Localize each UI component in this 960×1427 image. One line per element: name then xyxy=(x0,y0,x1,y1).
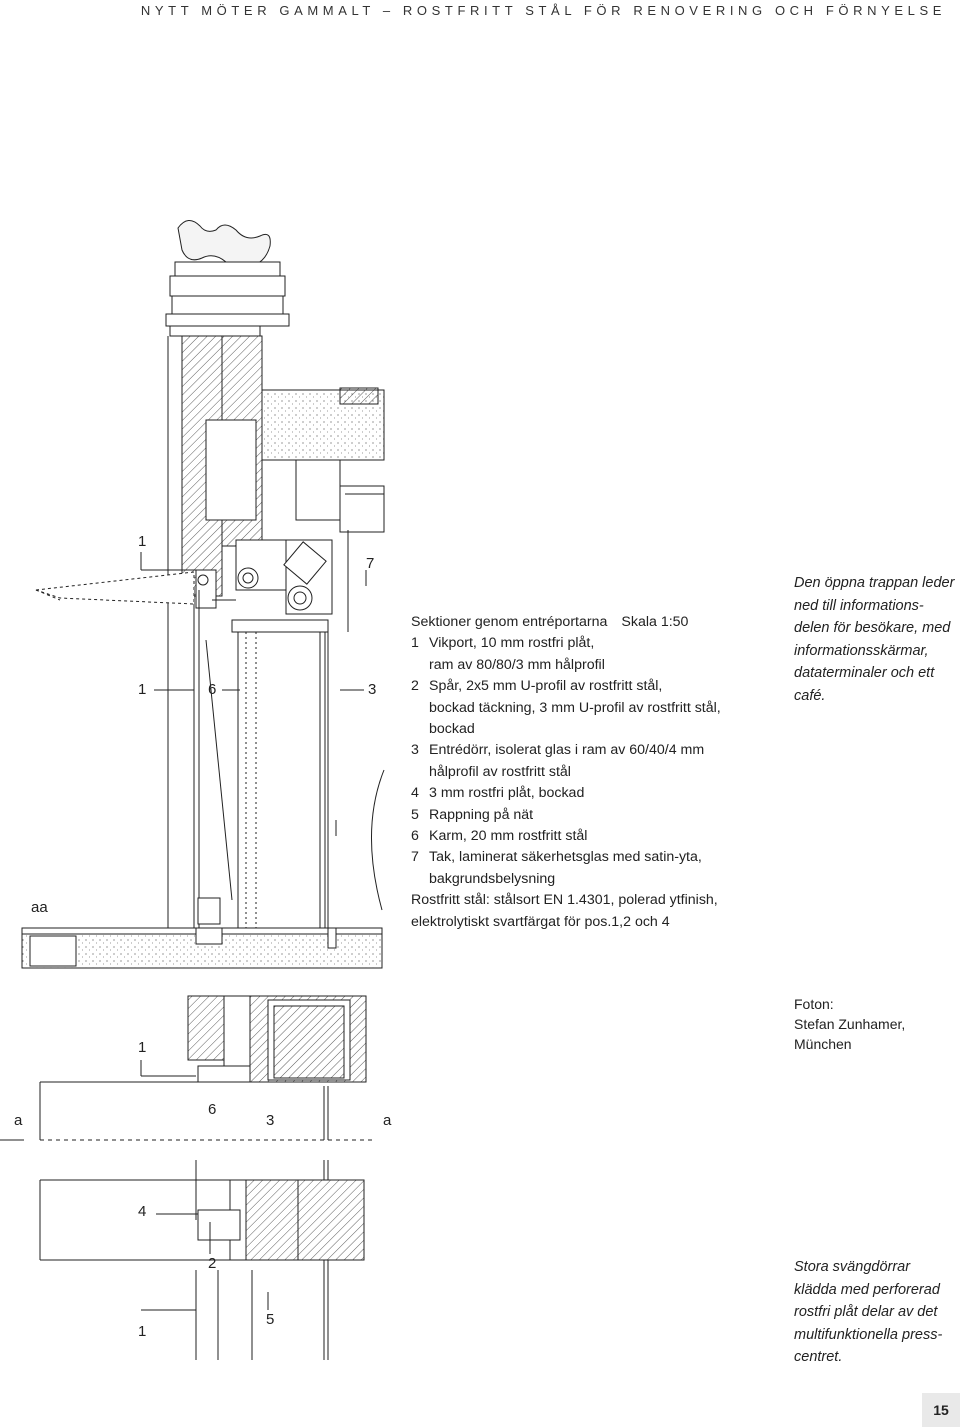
caption-bottom: Stora svängdörrar klädda med perforerad … xyxy=(794,1256,960,1369)
legend-item-text: Spår, 2x5 mm U-profil av rostfritt stål,… xyxy=(429,676,771,740)
legend-item-number: 5 xyxy=(411,806,419,823)
legend-title: Sektioner genom entréportarna xyxy=(411,614,608,630)
caption-line: Stora svängdörrar xyxy=(794,1259,911,1275)
caption-top: Den öppna trappan leder ned till informa… xyxy=(794,572,960,707)
legend-line: Rappning på nät xyxy=(429,806,534,823)
legend-line: Vikport, 10 mm rostfri plåt, xyxy=(429,635,595,652)
label-5: 5 xyxy=(266,1311,275,1328)
label-2: 2 xyxy=(208,1255,217,1272)
legend-item-text: 3 mm rostfri plåt, bockad xyxy=(429,783,771,804)
label-1-bottom-top: 1 xyxy=(138,1039,147,1056)
caption-line: rostfri plåt delar av det xyxy=(794,1304,938,1320)
legend-item-number: 3 xyxy=(411,742,419,759)
legend-line: hålprofil av rostfritt stål xyxy=(429,763,571,780)
legend-line: bakgrundsbelysning xyxy=(429,870,556,887)
legend-item: 5 Rappning på nät xyxy=(411,805,771,826)
legend-item: 6 Karm, 20 mm rostfritt stål xyxy=(411,826,771,847)
top-section-drawing xyxy=(21,220,385,969)
caption-line: centret. xyxy=(794,1349,843,1365)
caption-line: ned till informations- xyxy=(794,597,924,614)
caption-line: café. xyxy=(794,687,826,704)
label-1-mid: 1 xyxy=(138,681,147,698)
caption-line: klädda med perforerad xyxy=(794,1281,940,1298)
legend-line: Tak, laminerat säkerhetsglas med satin-y… xyxy=(429,849,702,866)
legend-item-text: Tak, laminerat säkerhetsglas med satin-y… xyxy=(429,847,771,890)
legend-item-number: 1 xyxy=(411,635,419,652)
photo-credit-line: Stefan Zunhamer, München xyxy=(794,1016,906,1052)
legend-item-number: 6 xyxy=(411,828,419,845)
caption-line: delen för besökare, med xyxy=(794,620,951,636)
legend-item-text: Vikport, 10 mm rostfri plåt, ram av 80/80… xyxy=(429,633,771,676)
legend-line: Karm, 20 mm rostfritt stål xyxy=(429,828,588,845)
label-7: 7 xyxy=(366,555,375,572)
photo-credit-line: Foton: xyxy=(794,996,834,1012)
legend-footer: Rostfritt stål: stålsort EN 1.4301, pole… xyxy=(411,890,771,933)
legend-item: 2 Spår, 2x5 mm U-profil av rostfritt stål… xyxy=(411,676,771,740)
top-leader-lines xyxy=(140,552,367,691)
legend-item: 4 3 mm rostfri plåt, bockad xyxy=(411,783,771,804)
label-1-bottom: 1 xyxy=(138,1323,147,1340)
legend-item-text: Rappning på nät xyxy=(429,805,771,826)
legend-title-row: Sektioner genom entréportarna Skala 1:50 xyxy=(411,612,771,633)
legend-line: bockad xyxy=(429,721,475,738)
legend-item-text: Karm, 20 mm rostfritt stål xyxy=(429,826,771,847)
caption-line: Den öppna trappan leder xyxy=(794,575,955,591)
label-aa: aa xyxy=(31,899,48,916)
label-3: 3 xyxy=(368,681,377,698)
caption-line: informationsskärmar, xyxy=(794,642,929,659)
bottom-leader-lines xyxy=(0,1060,372,1311)
running-header: NYTT MÖTER GAMMALT – ROSTFRITT STÅL FÖR … xyxy=(140,3,946,18)
legend-item-number: 2 xyxy=(411,678,419,695)
label-1-top: 1 xyxy=(138,533,147,550)
bottom-section-drawing xyxy=(39,995,367,1360)
legend-item: 1 Vikport, 10 mm rostfri plåt, ram av 80/8… xyxy=(411,633,771,676)
label-6-bottom: 6 xyxy=(208,1101,217,1118)
legend-item: 7 Tak, laminerat säkerhetsglas med satin-… xyxy=(411,847,771,890)
legend-line: bockad täckning, 3 mm U-profil av rostfr… xyxy=(429,699,721,716)
label-a-left: a xyxy=(14,1112,23,1129)
legend-line: Entrédörr, isolerat glas i ram av 60/40/… xyxy=(429,742,705,759)
legend-scale: Skala 1:50 xyxy=(621,614,689,630)
legend-line: ram av 80/80/3 mm hålprofil xyxy=(429,656,605,673)
legend-line: 3 mm rostfri plåt, bockad xyxy=(429,785,585,802)
caption-line: dataterminaler och ett xyxy=(794,665,935,681)
legend-line: Spår, 2x5 mm U-profil av rostfritt stål, xyxy=(429,678,663,695)
label-4: 4 xyxy=(138,1203,147,1220)
label-6: 6 xyxy=(208,681,217,698)
legend-item-text: Entrédörr, isolerat glas i ram av 60/40/… xyxy=(429,740,771,783)
legend-item-number: 4 xyxy=(411,785,419,802)
label-3-bottom: 3 xyxy=(266,1112,275,1129)
label-a-right: a xyxy=(383,1112,392,1129)
caption-line: multifunktionella press- xyxy=(794,1326,943,1343)
page-number: 15 xyxy=(922,1393,960,1427)
legend-footer-line: Rostfritt stål: stålsort EN 1.4301, pole… xyxy=(411,892,718,909)
legend-footer-line: elektrolytiskt svartfärgat för pos.1,2 o… xyxy=(411,913,670,930)
legend-item-number: 7 xyxy=(411,849,419,866)
legend-item: 3 Entrédörr, isolerat glas i ram av 60/40… xyxy=(411,740,771,783)
photo-credit: Foton: Stefan Zunhamer, München xyxy=(794,994,960,1054)
